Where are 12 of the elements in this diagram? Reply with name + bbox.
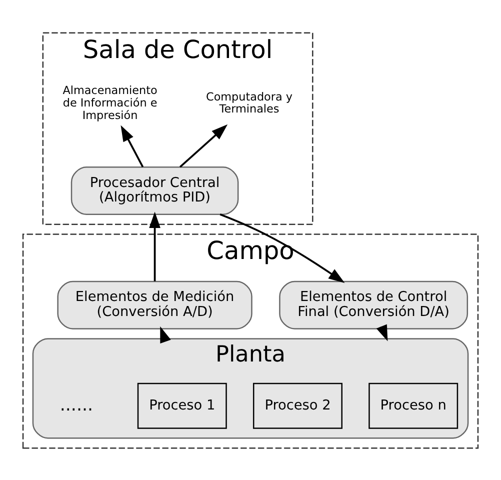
arrow <box>120 124 144 167</box>
node-box: Proceso n <box>368 382 458 428</box>
node-box: Procesador Central (Algorítmos PID) <box>70 166 239 215</box>
arrow <box>376 324 388 341</box>
arrow <box>149 211 160 281</box>
node-box: Proceso 1 <box>137 382 227 428</box>
label: ...... <box>60 394 94 415</box>
node-box: Elementos de Medición (Conversión A/D) <box>57 280 252 329</box>
node-box: Proceso 2 <box>252 382 342 428</box>
node-text: Almacenamiento de Información e Impresión <box>62 84 158 122</box>
node-text: Computadora y Terminales <box>206 90 292 116</box>
arrow <box>179 124 228 168</box>
